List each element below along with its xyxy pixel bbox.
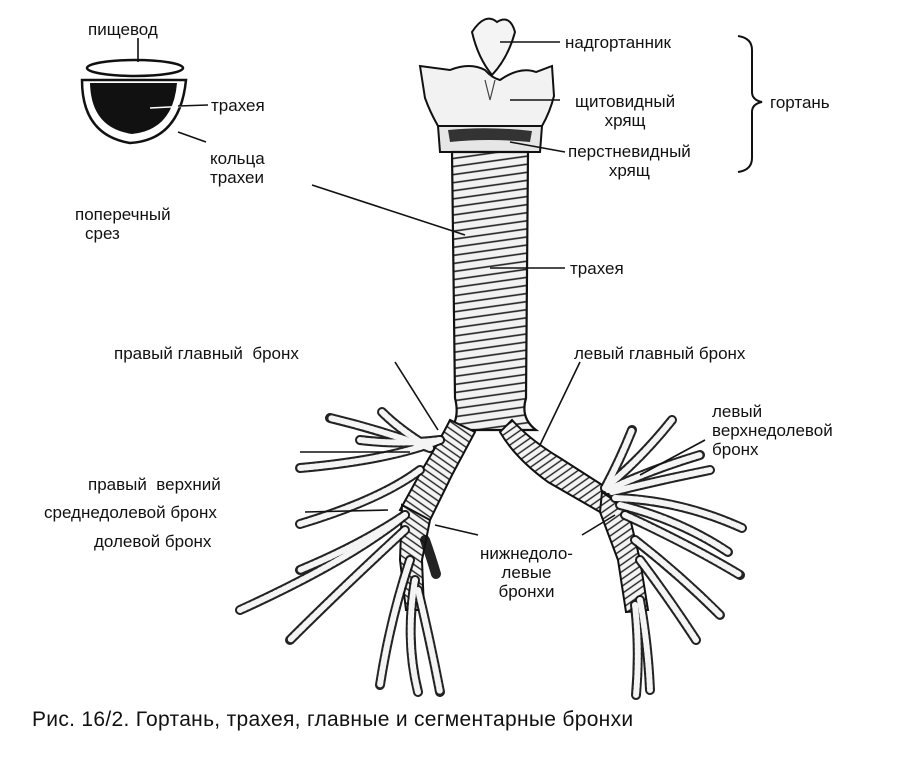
thyroid-cartilage-notch [484,79,496,101]
label-larynx: гортань [770,93,830,112]
left-branches-inner [602,417,745,698]
label-right-upper-line2: долевой бронх [94,532,212,551]
trachea-shape [447,150,540,432]
label-tracheal-rings: кольца трахеи [210,149,265,187]
cricoid-dark-band [448,128,532,142]
figure-caption: Рис. 16/2. Гортань, трахея, главные и се… [32,708,634,731]
leader-lines [300,41,706,536]
label-left-main-bronchus: левый главный бронх [574,344,746,363]
label-middle-lobe-bronchus: среднедолевой бронх [44,503,217,522]
label-tracheal-rings-line1: кольца [210,149,265,168]
label-left-upper-line3: бронх [712,440,759,459]
label-lower-lobe-line2: левые [501,563,552,582]
label-thyroid-line1: щитовидный [575,92,676,111]
label-cricoid-cartilage: перстневидный хрящ [568,142,691,180]
label-trachea: трахея [570,259,624,278]
label-cross-section: поперечный срез [75,205,171,243]
thyroid-cartilage-shape [418,64,556,127]
larynx-shape [418,17,556,153]
label-left-upper-lobe-bronchus: левый верхнедолевой бронх [712,402,833,459]
label-lower-lobe-line1: нижнедоло- [480,544,573,563]
label-section-trachea: трахея [211,96,265,115]
label-lower-lobe-line3: бронхи [498,582,555,601]
trachea-section-lumen [90,83,177,134]
label-right-upper-lobe-bronchus: правый верхний долевой бронх [88,437,221,570]
left-main-bronchus-shape [498,418,612,514]
label-epiglottis: надгортанник [565,33,671,52]
label-cricoid-line2: хрящ [608,161,650,180]
esophagus-shape [85,58,185,78]
larynx-brace [737,35,763,173]
label-cross-section-line1: поперечный [75,205,171,224]
label-lower-lobe-bronchi: нижнедоло- левые бронхи [480,544,573,601]
label-right-main-bronchus: правый главный бронх [114,344,299,363]
label-cross-section-line2: срез [85,224,120,243]
label-tracheal-rings-line2: трахеи [210,168,264,187]
label-right-upper-line1: правый верхний [88,475,221,494]
label-cricoid-line1: перстневидный [568,142,691,161]
pointer-tracheal-rings-inset [177,131,207,143]
label-thyroid-line2: хрящ [604,111,646,130]
label-left-upper-line1: левый [712,402,763,421]
label-esophagus: пищевод [88,20,158,39]
label-thyroid-cartilage: щитовидный хрящ [575,92,675,130]
label-left-upper-line2: верхнедолевой [712,421,833,440]
epiglottis-shape [470,17,517,77]
pointer-section-trachea-ext [177,104,209,107]
cross-section-inset [80,38,209,145]
right-branches-inner [237,409,443,695]
